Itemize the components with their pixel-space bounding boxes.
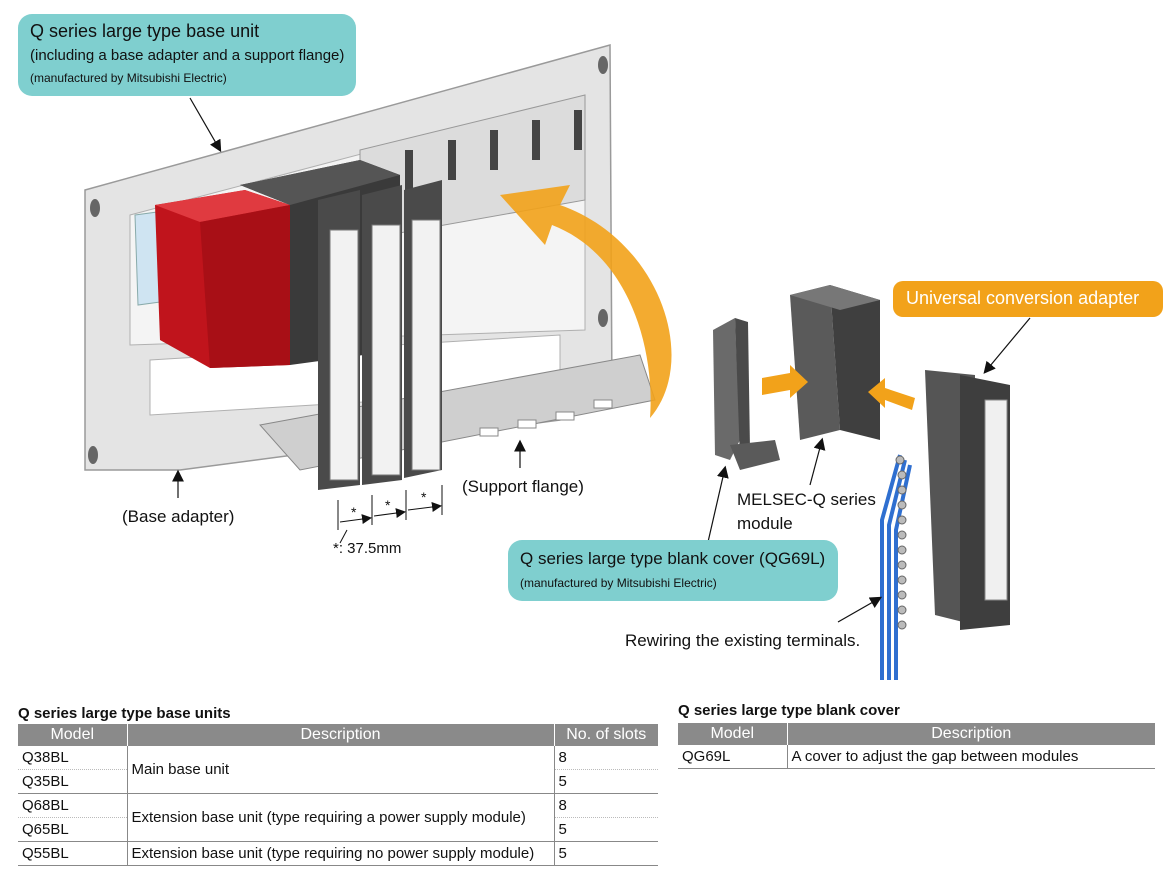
terminal-blocks — [318, 180, 442, 490]
table-row: QG69L A cover to adjust the gap between … — [678, 745, 1155, 769]
slots-cell: 5 — [554, 817, 658, 842]
blank-cover — [713, 318, 780, 470]
cover-table-title: Q series large type blank cover — [678, 702, 900, 719]
adapter-callout-text: Universal conversion adapter — [906, 288, 1140, 308]
conversion-adapter — [925, 370, 1010, 630]
pitch-label: *: 37.5mm — [333, 540, 402, 557]
slots-cell: 5 — [554, 841, 658, 866]
model-cell: Q55BL — [18, 841, 128, 866]
base-unit-callout-maker: (manufactured by Mitsubishi Electric) — [30, 71, 227, 85]
model-cell: Q68BL — [18, 793, 128, 818]
plc-illustration — [84, 44, 1031, 680]
description-cell: A cover to adjust the gap between module… — [787, 745, 1155, 769]
header-model: Model — [18, 724, 128, 746]
table-row: Q65BL 5 — [18, 817, 658, 842]
model-cell: Q65BL — [18, 817, 128, 842]
leader-lines — [172, 97, 1031, 623]
rewiring-label: Rewiring the existing terminals. — [625, 631, 861, 650]
base-table-title: Q series large type base units — [18, 705, 231, 722]
support-flange-label: (Support flange) — [462, 477, 584, 496]
model-cell: QG69L — [678, 745, 788, 769]
table-row: Q68BL Extension base unit (type requirin… — [18, 793, 658, 842]
red-plc-modules — [155, 190, 290, 368]
table-row: Q38BL Main base unit 8 — [18, 746, 658, 794]
slots-cell: 8 — [554, 746, 658, 770]
blank-cover-table: Model Description QG69L A cover to adjus… — [678, 723, 1155, 769]
header-slots: No. of slots — [554, 724, 658, 746]
base-unit-callout-sub: (including a base adapter and a support … — [30, 47, 345, 64]
insert-arrow — [500, 185, 672, 418]
pitch-star-2: * — [385, 497, 391, 513]
header-model: Model — [678, 723, 788, 745]
wire-ends — [895, 455, 907, 630]
pitch-dimension — [337, 485, 443, 544]
melsec-label-line2: module — [737, 514, 793, 533]
adapter-callout: Universal conversion adapter — [893, 281, 1163, 317]
base-units-table: Model Description No. of slots Q38BL Mai… — [18, 724, 658, 866]
blank-cover-callout-maker: (manufactured by Mitsubishi Electric) — [520, 576, 717, 590]
base-unit-callout-title: Q series large type base unit — [30, 21, 260, 41]
pitch-star-1: * — [351, 504, 357, 520]
slots-cell: 5 — [554, 769, 658, 794]
header-description: Description — [127, 724, 555, 746]
base-unit-callout: Q series large type base unit (including… — [18, 14, 356, 96]
pitch-star-3: * — [421, 489, 427, 505]
melsec-module — [790, 285, 880, 440]
table-header-row: Model Description — [678, 723, 1155, 745]
melsec-label-line1: MELSEC-Q series — [737, 490, 876, 509]
blank-cover-callout: Q series large type blank cover (QG69L) … — [508, 540, 838, 601]
model-cell: Q38BL — [18, 746, 128, 770]
table-row: Q35BL 5 — [18, 769, 658, 794]
description-cell: Extension base unit (type requiring a po… — [127, 793, 555, 842]
table-row: Q55BL Extension base unit (type requirin… — [18, 841, 658, 866]
blank-cover-callout-title: Q series large type blank cover (QG69L) — [520, 549, 826, 568]
base-adapter-label: (Base adapter) — [122, 507, 235, 526]
description-cell: Main base unit — [127, 746, 555, 794]
header-description: Description — [787, 723, 1155, 745]
model-cell: Q35BL — [18, 769, 128, 794]
slots-cell: 8 — [554, 793, 658, 818]
description-cell: Extension base unit (type requiring no p… — [127, 841, 555, 866]
blue-wires — [880, 454, 912, 680]
table-header-row: Model Description No. of slots — [18, 724, 658, 746]
